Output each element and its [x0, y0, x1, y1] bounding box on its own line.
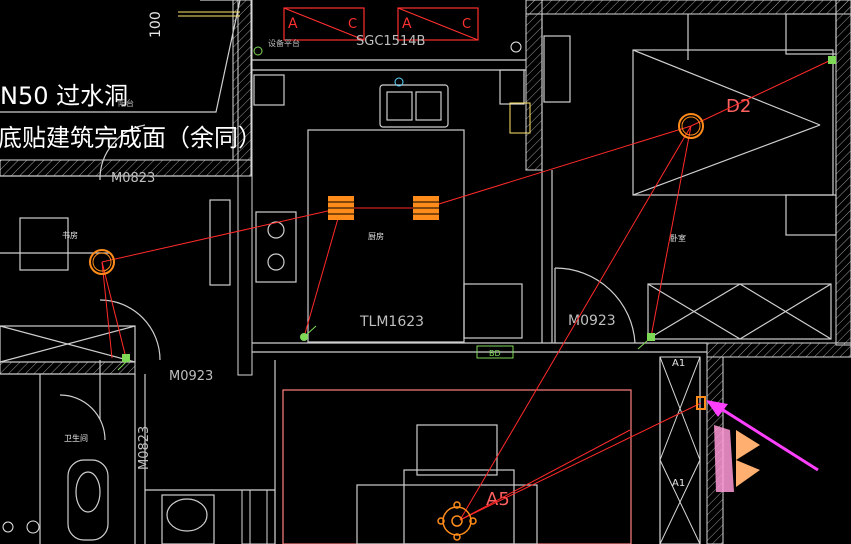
- callout-code-a-right: A: [402, 16, 412, 32]
- wall-segment: [706, 342, 851, 358]
- ceiling-light-icon: [678, 113, 704, 139]
- bathroom-window: [241, 356, 701, 544]
- wall-socket-icon: [696, 396, 706, 410]
- wall-segment: [0, 361, 136, 375]
- magenta-pointer-arrow-icon: [706, 400, 819, 492]
- panel-light-icon: [328, 196, 354, 220]
- door-tag-tlm1623: TLM1623: [359, 314, 424, 330]
- door-tag-m0923-bedroom: M0923: [568, 313, 616, 329]
- note-title-line1: N50 过水洞: [0, 82, 128, 110]
- callout-a1-bottom: A1: [672, 478, 685, 489]
- callout-d2: D2: [726, 96, 751, 117]
- wall-segment: [237, 0, 253, 376]
- panel-light-icon: [413, 196, 439, 220]
- wall-segment: [525, 0, 543, 171]
- callout-code-c-right: C: [462, 17, 471, 32]
- room-label-kitchen: 厨房: [368, 231, 384, 241]
- wall-segment: [525, 0, 851, 15]
- top-callout-boxes: [283, 7, 479, 41]
- room-label-bathroom: 卫生间: [64, 433, 88, 443]
- door-tag-m0823-top: M0823: [111, 171, 155, 186]
- wall-switch-icon: [300, 325, 317, 341]
- window-callout-box-right: [397, 7, 479, 41]
- wall-switch-icon: [828, 56, 836, 64]
- equipment-platform-label: 设备平台: [268, 38, 300, 48]
- balcony-dimension-lines: [178, 11, 240, 17]
- ceiling-light-icon: [89, 249, 115, 275]
- electrical-wiring: [101, 59, 832, 521]
- ceiling-light-icon: [437, 501, 477, 541]
- door-tag-m0923-left: M0923: [169, 369, 213, 384]
- window-code-label: SGC1514B: [356, 34, 425, 49]
- top-dimension-text: 100: [148, 11, 164, 38]
- small-green-tag: [476, 345, 514, 359]
- window-callout-box-left: [283, 7, 365, 41]
- room-label-bedroom: 卧室: [670, 233, 686, 243]
- wall-switch-icon: [117, 354, 130, 371]
- wall-segment: [835, 0, 851, 346]
- callout-code-a-left: A: [288, 16, 298, 32]
- callout-code-c-left: C: [348, 17, 357, 32]
- small-green-tag-text: BD: [489, 349, 501, 358]
- misc-symbols: [2, 41, 531, 534]
- wall-switch-icon: [637, 333, 655, 350]
- door-tag-m0823-vertical: M0823: [137, 426, 152, 470]
- callout-a1-top: A1: [672, 358, 685, 369]
- note-title-line2: 底贴建筑完成面（余同）: [0, 124, 262, 152]
- room-label-study: 书房: [62, 230, 78, 240]
- balcony-label: 阳台: [118, 98, 134, 108]
